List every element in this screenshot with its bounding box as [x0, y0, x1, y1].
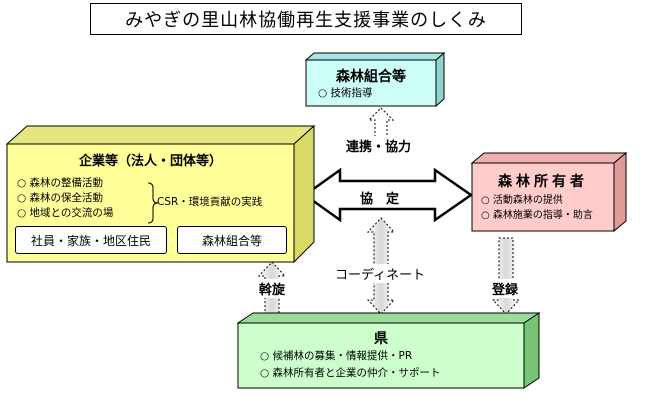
owner-bullet-1: ○ 活動森林の提供	[481, 195, 563, 206]
prefecture-bullet-1: ○ 候補林の募集・情報提供・PR	[260, 350, 413, 362]
forest-union-bullet: ○ 技術指導	[318, 87, 373, 99]
company-bullet-2: ○ 森林の保全活動	[17, 192, 103, 204]
prefecture-box-side	[523, 312, 540, 389]
diagram-title-text: みやぎの里山林協働再生支援事業のしくみ	[125, 10, 487, 31]
company-csr-label: CSR・環境貢献の実践	[157, 196, 263, 208]
company-box-top	[5, 125, 316, 145]
registration-label: 登録	[492, 279, 519, 298]
company-heading: 企業等（法人・団体等）	[78, 154, 222, 169]
company-box-side	[293, 124, 315, 264]
forest-union-box-face	[305, 59, 437, 107]
prefecture-box-face	[237, 322, 525, 389]
owner-box-side	[613, 151, 627, 233]
forest-union-node: 森林組合等 ○ 技術指導	[306, 60, 436, 106]
csr-brace	[147, 182, 159, 224]
owner-node: 森林所有者 ○ 活動森林の提供 ○ 森林施業の指導・助言	[472, 163, 614, 231]
coordinate-label: コーディネート	[333, 264, 428, 283]
agreement-double-arrow	[302, 167, 474, 223]
company-sub-box-union-label: 森林組合等	[201, 233, 262, 248]
company-sub-box-residents: 社員・家族・地区住民	[15, 226, 167, 254]
registration-down-arrow	[491, 237, 521, 315]
owner-box-face	[471, 162, 615, 232]
forest-union-box-top	[304, 52, 446, 61]
company-bullet-3: ○ 地域との交流の場	[17, 207, 114, 219]
prefecture-box-top	[236, 312, 541, 324]
owner-box-top	[470, 152, 628, 164]
forest-union-heading: 森林組合等	[336, 69, 406, 85]
cooperation-label: 連携・協力	[344, 136, 414, 155]
prefecture-node: 県 ○ 候補林の募集・情報提供・PR ○ 森林所有者と企業の仲介・サポート	[238, 323, 524, 388]
company-bullet-1: ○ 森林の整備活動	[17, 177, 103, 189]
mediation-label: 斡旋	[259, 279, 286, 298]
owner-heading: 森林所有者	[498, 174, 588, 190]
agreement-label: 協 定	[360, 192, 400, 207]
forest-union-box-side	[435, 51, 445, 108]
diagram-title: みやぎの里山林協働再生支援事業のしくみ	[90, 3, 522, 35]
company-sub-box-union: 森林組合等	[177, 226, 287, 254]
owner-bullet-2: ○ 森林施業の指導・助言	[481, 210, 593, 221]
prefecture-bullet-2: ○ 森林所有者と企業の仲介・サポート	[260, 367, 441, 379]
prefecture-heading: 県	[374, 331, 388, 347]
company-node: 企業等（法人・団体等） ○ 森林の整備活動 ○ 森林の保全活動 ○ 地域との交流…	[7, 144, 294, 262]
company-sub-box-residents-label: 社員・家族・地区住民	[30, 233, 151, 248]
